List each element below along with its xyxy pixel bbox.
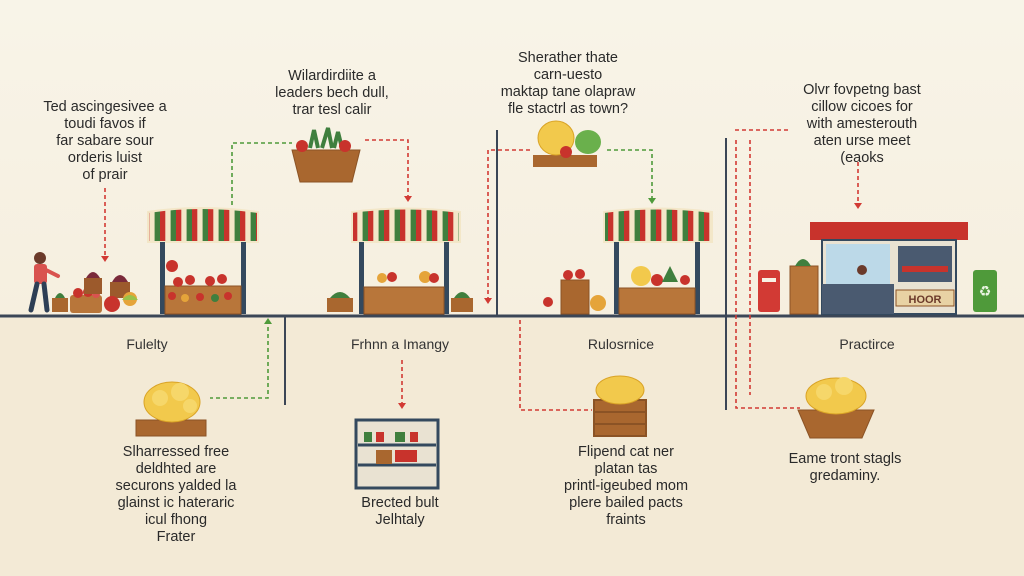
arrowhead-1 bbox=[101, 256, 109, 262]
connector-3 bbox=[365, 139, 409, 198]
arrowhead-4 bbox=[484, 298, 492, 304]
connector-5 bbox=[607, 149, 653, 200]
produce-display-left bbox=[52, 272, 138, 313]
shelf-icon bbox=[354, 418, 440, 490]
section-heading-3: Rulosrnice bbox=[587, 336, 655, 352]
crate-icon bbox=[593, 375, 647, 437]
connector-4 bbox=[487, 149, 530, 300]
arrowhead-7 bbox=[854, 203, 862, 209]
connectors bbox=[104, 129, 859, 411]
lower-band bbox=[0, 318, 1024, 576]
vegetable-basket-icon bbox=[291, 127, 361, 183]
bottom-text-1: Slharressed free deldhted are securons y… bbox=[115, 444, 237, 545]
market-stall-icon bbox=[147, 207, 259, 315]
market-stall-icon-3 bbox=[543, 207, 713, 315]
recycling-bin-icon: ♻ bbox=[973, 270, 997, 312]
top-text-3: Sherather thate carn-uesto maktap tane o… bbox=[500, 50, 636, 117]
section-heading-4: Practirce bbox=[839, 336, 895, 352]
pasta-bowl-icon-2 bbox=[797, 377, 875, 439]
recycle-symbol: ♻ bbox=[979, 284, 992, 300]
bottom-text-2: Brected bult Jelhtaly bbox=[361, 495, 439, 528]
bottom-text-3: Flipend cat ner platan tas printl-igeube… bbox=[563, 444, 689, 528]
person-icon bbox=[28, 252, 60, 313]
arrowhead-6 bbox=[398, 403, 406, 409]
shop-sign: HOOR bbox=[909, 294, 942, 306]
connector-2 bbox=[231, 142, 292, 205]
kiosk-icon: HOOR bbox=[789, 222, 968, 315]
top-text-2: Wilardirdiite a leaders bech dull, trar … bbox=[275, 68, 389, 118]
arrowhead-2 bbox=[404, 196, 412, 202]
bottom-text-4: Eame tront stagls gredaminy. bbox=[788, 451, 902, 484]
connector-11 bbox=[735, 140, 800, 409]
arrowhead-5 bbox=[264, 318, 272, 324]
market-stall-icon-2 bbox=[327, 207, 473, 315]
section-heading-2: Frhnn a Imangy bbox=[350, 336, 450, 352]
connector-8 bbox=[210, 320, 269, 399]
top-text-4: Olvr fovpetng bast cillow cicoes for wit… bbox=[803, 82, 921, 166]
arrowheads bbox=[101, 196, 862, 409]
section-heading-1: Fulelty bbox=[126, 336, 168, 352]
mailbox-icon bbox=[758, 270, 780, 312]
pasta-basket-icon bbox=[135, 381, 207, 437]
pasta-bowl-icon bbox=[533, 120, 601, 167]
top-text-1: Ted ascingesivee a toudi favos if far sa… bbox=[43, 99, 167, 183]
arrowhead-3 bbox=[648, 198, 656, 204]
connector-10 bbox=[519, 320, 592, 411]
